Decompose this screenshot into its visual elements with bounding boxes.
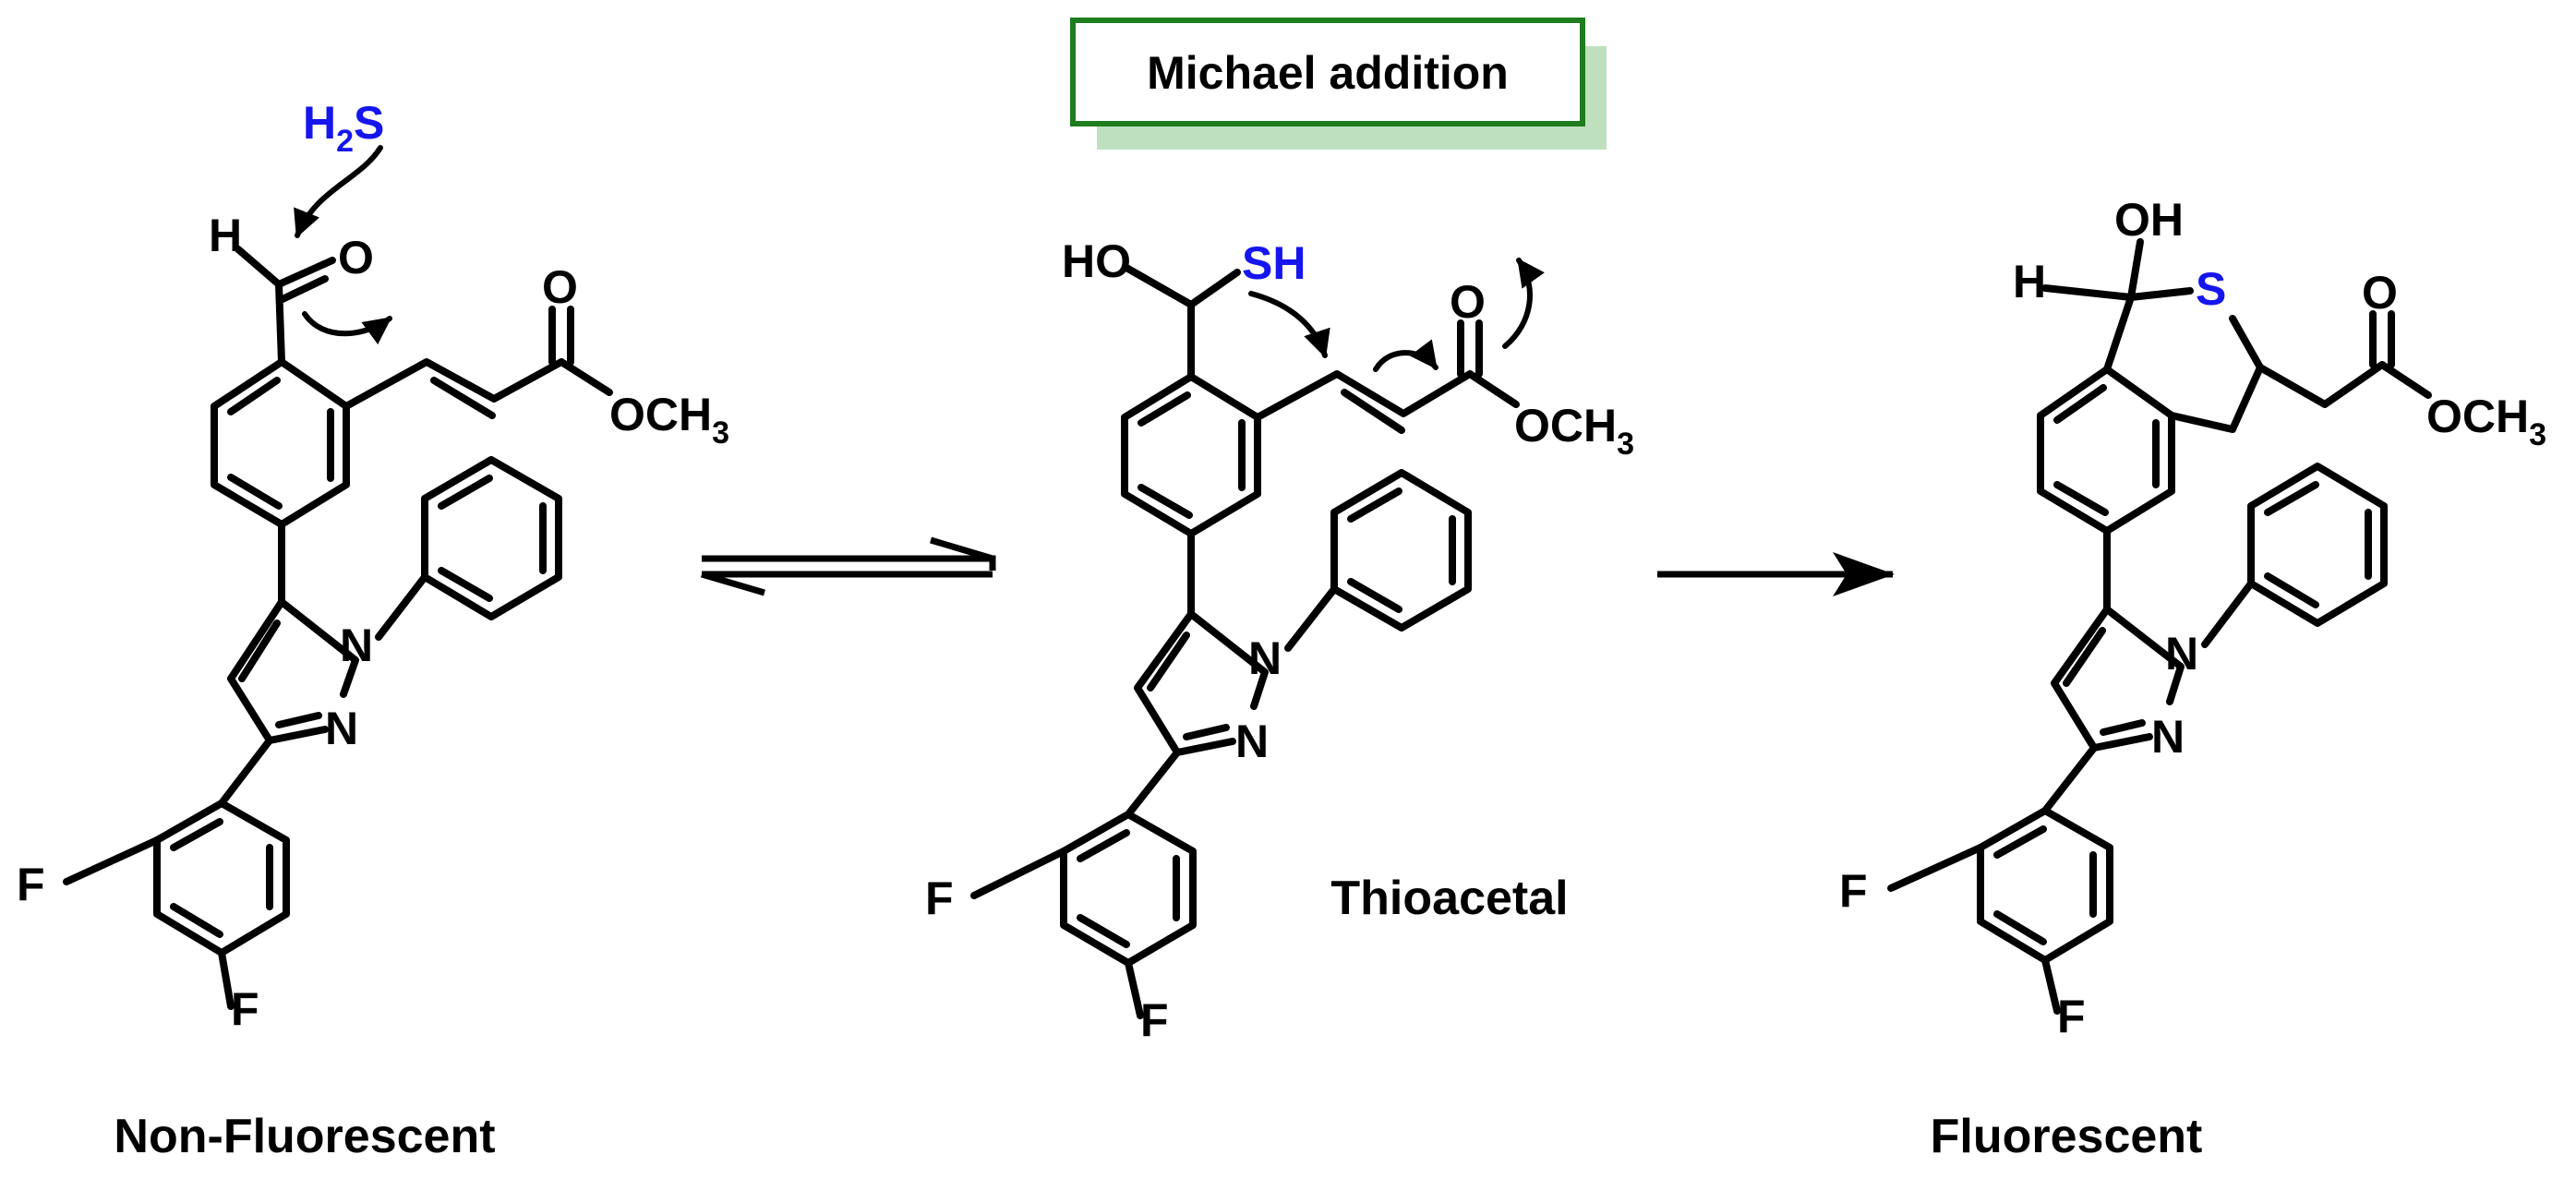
atom-n2: N bbox=[1235, 716, 1269, 767]
curved-arrow-enolate bbox=[1502, 258, 1545, 349]
bond-c-f2 bbox=[2041, 956, 2061, 1015]
bond-ester-co-double bbox=[548, 306, 574, 366]
atom-methoxy: OCH3 bbox=[1514, 400, 1634, 462]
atom-n1: N bbox=[1248, 632, 1282, 684]
benzene-ring-inner-bonds bbox=[1138, 391, 1246, 519]
pyrazole-double-bonds bbox=[1147, 632, 1230, 740]
atom-f1: F bbox=[17, 859, 45, 910]
bond-n-phenyl bbox=[1284, 585, 1338, 652]
atom-f2: F bbox=[1140, 994, 1169, 1046]
bond-ester-o bbox=[2378, 361, 2432, 399]
pyrazole-ring bbox=[227, 598, 359, 744]
bond-c-f1 bbox=[63, 836, 161, 885]
atom-h: H bbox=[2013, 256, 2046, 307]
atom-f1: F bbox=[925, 872, 954, 924]
bond-side-chain bbox=[1254, 370, 1474, 421]
atom-aldehyde-h: H bbox=[209, 210, 242, 261]
bond-ester-o bbox=[1466, 370, 1520, 408]
atom-sh: SH bbox=[1242, 237, 1306, 289]
bond-pyrazole-aryl bbox=[218, 737, 273, 807]
pyrazole-double-bonds bbox=[238, 620, 322, 728]
caption-fluorescent: Fluorescent bbox=[1931, 1110, 2203, 1163]
thio-ring-bonds bbox=[2103, 287, 2264, 433]
box-border bbox=[1070, 18, 1585, 126]
bond-side-chain bbox=[343, 358, 565, 410]
bond-ring-fusion bbox=[2168, 412, 2236, 433]
reaction-label: Michael addition bbox=[1147, 47, 1509, 99]
difluorophenyl-inner-bonds bbox=[1077, 829, 1180, 948]
bond-alkene-double bbox=[1341, 389, 1405, 434]
phenyl-inner-bonds bbox=[1347, 487, 1456, 613]
atom-n1: N bbox=[340, 620, 373, 671]
pyrazole-ring bbox=[1134, 610, 1269, 756]
phenyl-ring-core bbox=[1330, 469, 1472, 632]
bond-c-f2 bbox=[1125, 959, 1144, 1019]
atom-methoxy: OCH3 bbox=[2426, 391, 2546, 452]
structure-left: H2S H O O OCH3 N N F F bbox=[17, 97, 729, 1163]
caption-thioacetal: Thioacetal bbox=[1330, 872, 1568, 925]
bond-c-ring bbox=[275, 281, 285, 366]
bond-n-phenyl bbox=[2201, 580, 2255, 648]
atom-ester-o: O bbox=[1450, 276, 1486, 328]
benzene-ring-inner-bonds bbox=[227, 377, 334, 510]
bond-alkene-double bbox=[430, 377, 496, 419]
forward-arrow bbox=[1657, 552, 1895, 596]
difluorophenyl-inner-bonds bbox=[170, 818, 273, 938]
benzene-ring-inner-bonds bbox=[2053, 384, 2160, 516]
bond-side-chain bbox=[2257, 361, 2386, 408]
atom-f1: F bbox=[1839, 865, 1868, 917]
curved-arrow-thiol bbox=[1248, 291, 1330, 358]
pyrazole-double-bonds bbox=[2063, 627, 2146, 736]
phenyl-inner-bonds bbox=[2264, 481, 2372, 608]
curved-arrow-carbonyl bbox=[302, 311, 392, 345]
pyrazole-ring bbox=[2051, 606, 2185, 752]
bond-pyrazole-aryl bbox=[2041, 744, 2098, 814]
equilibrium-arrows bbox=[701, 536, 996, 596]
bond-c-h bbox=[235, 246, 283, 288]
bond-c-oh bbox=[2127, 238, 2144, 301]
bond-c-f1 bbox=[970, 848, 1067, 899]
atom-n2: N bbox=[2151, 711, 2185, 763]
bond-ester-co-double bbox=[2369, 310, 2395, 368]
bond-c-o-double bbox=[275, 257, 336, 303]
phenyl-ring-core bbox=[421, 456, 562, 620]
atom-s: S bbox=[2196, 263, 2226, 315]
atom-f2: F bbox=[231, 983, 259, 1035]
forward-half-arrow bbox=[702, 555, 996, 571]
bond-c-f1 bbox=[1887, 844, 1984, 892]
phenyl-inner-bonds bbox=[438, 475, 547, 602]
forward-barb bbox=[929, 536, 994, 562]
atom-aldehyde-o: O bbox=[338, 232, 374, 283]
bond-ester-co-double bbox=[1457, 319, 1483, 378]
bond-hemithioacetal bbox=[1123, 264, 1241, 308]
atom-n2: N bbox=[325, 703, 358, 754]
phenyl-ring-core bbox=[2247, 463, 2388, 627]
bond-c-f2 bbox=[218, 949, 235, 1010]
atom-ester-o: O bbox=[2362, 267, 2398, 319]
atom-n1: N bbox=[2165, 628, 2198, 680]
benzene-ring-core bbox=[211, 358, 350, 528]
reverse-barb bbox=[701, 571, 765, 596]
atom-ho: HO bbox=[1062, 235, 1131, 287]
atom-methoxy: OCH3 bbox=[609, 389, 729, 451]
bond-n-phenyl bbox=[375, 573, 428, 641]
michael-addition-box: Michael addition bbox=[1070, 18, 1607, 150]
atom-f2: F bbox=[2057, 991, 2086, 1042]
curved-arrow-h2s bbox=[294, 145, 383, 238]
bond-c-h bbox=[2041, 284, 2135, 301]
bond-ester-o bbox=[558, 358, 613, 396]
atom-oh: OH bbox=[2114, 194, 2184, 246]
structure-middle: HO SH O OCH3 N N F F Thioac bbox=[925, 235, 1634, 1046]
structure-right: OH H S O OCH3 N N F F Fluor bbox=[1839, 194, 2546, 1163]
benzene-ring-core bbox=[1121, 373, 1261, 537]
curved-arrow-alkene bbox=[1373, 339, 1438, 372]
difluorophenyl-inner-bonds bbox=[1993, 825, 2097, 945]
benzene-ring-core bbox=[2037, 366, 2175, 535]
bond-pyrazole-aryl bbox=[1125, 749, 1181, 818]
reagent-h2s: H2S bbox=[303, 97, 384, 159]
atom-ester-o: O bbox=[542, 261, 578, 313]
caption-non-fluorescent: Non-Fluorescent bbox=[114, 1110, 495, 1163]
